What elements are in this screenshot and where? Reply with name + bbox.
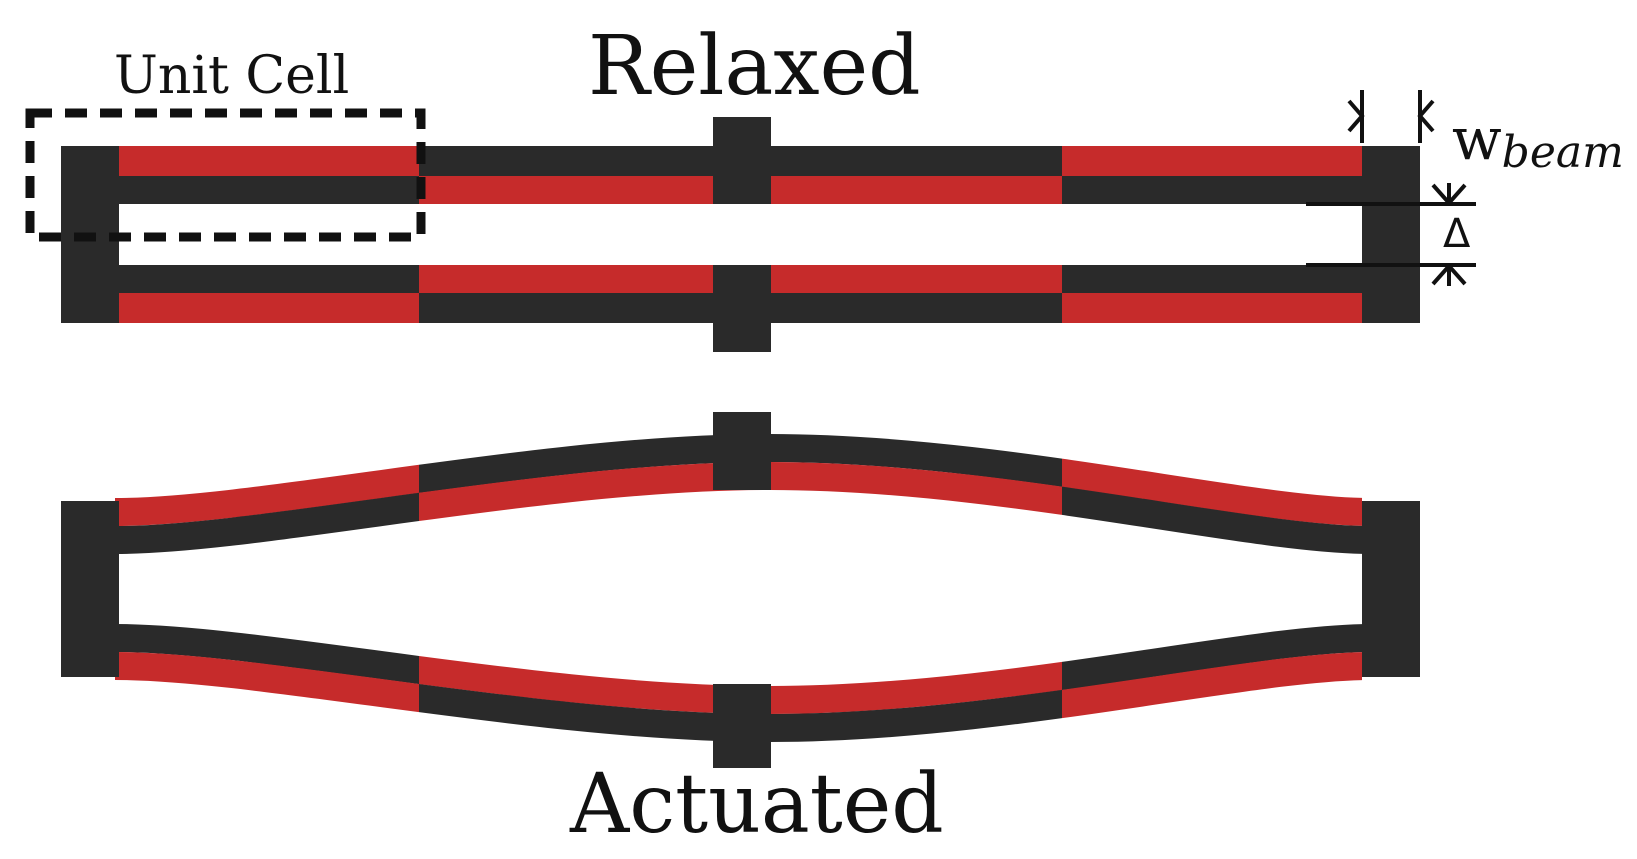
w-beam-base: w xyxy=(1452,105,1502,173)
delta-label: Δ xyxy=(1443,211,1471,257)
relaxed-top-outer-red-right xyxy=(1062,146,1362,176)
actuated-bottom-center-connector xyxy=(713,684,771,768)
relaxed-top-inner-dark-right xyxy=(1062,176,1362,204)
relaxed-label: Relaxed xyxy=(588,19,921,114)
relaxed-bottom-outer-red-left xyxy=(115,293,419,323)
relaxed-top-inner-dark-left xyxy=(115,176,419,204)
actuated-blocks xyxy=(61,412,1420,768)
delta-dimension xyxy=(1306,183,1476,286)
actuated-label: Actuated xyxy=(570,757,944,852)
relaxed-bottom-inner-dark-right xyxy=(1062,265,1362,293)
w-beam-label: wbeam xyxy=(1452,110,1624,175)
relaxed-actuator xyxy=(61,117,1420,352)
relaxed-bottom-inner-dark-left xyxy=(115,265,419,293)
relaxed-right-end-block xyxy=(1362,146,1420,323)
w-beam-subscript: beam xyxy=(1501,127,1624,178)
w-beam-dimension xyxy=(1347,90,1435,143)
unit-cell-label: Unit Cell xyxy=(114,46,350,106)
relaxed-top-outer-red-left xyxy=(115,146,419,176)
actuated-left-end-block xyxy=(61,501,119,677)
unit-cell-box xyxy=(25,108,426,242)
relaxed-top-center-connector xyxy=(713,117,771,204)
relaxed-bottom-center-connector xyxy=(713,265,771,352)
relaxed-bottom-outer-red-right xyxy=(1062,293,1362,323)
actuated-right-end-block xyxy=(1362,501,1420,677)
actuated-top-center-connector xyxy=(713,412,771,490)
